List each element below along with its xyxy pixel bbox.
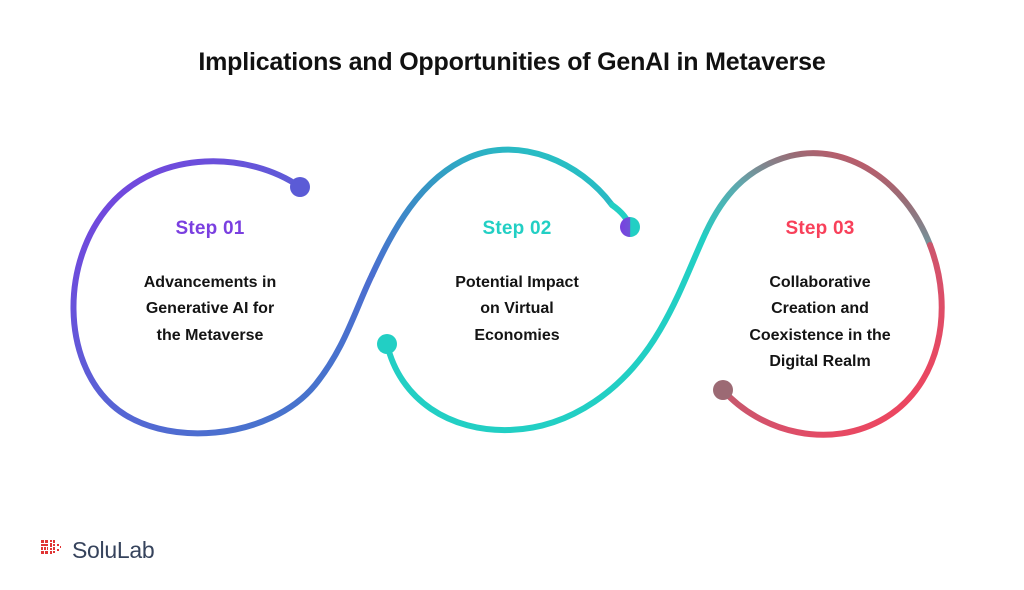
- step-description-03-line-3: Coexistence in the: [749, 326, 891, 344]
- connector-step-02-to-03: [703, 150, 933, 248]
- endpoint-step-03: [713, 380, 733, 400]
- step-description-01: Advancements in Generative AI for the Me…: [95, 270, 325, 349]
- loop-step-01: [70, 158, 375, 437]
- solulab-logo: SoluLab: [40, 536, 155, 563]
- step-block-03: Step 03 Collaborative Creation and Coexi…: [705, 218, 935, 376]
- step-label-02: Step 02: [482, 218, 552, 239]
- step-description-03-line-2: Creation and: [771, 300, 869, 318]
- step-description-01-line-1: Advancements in: [143, 274, 277, 291]
- step-block-01: Step 01 Advancements in Generative AI fo…: [95, 218, 325, 349]
- loop-step-03: [720, 242, 945, 438]
- step-block-02: Step 02 Potential Impact on Virtual Econ…: [402, 218, 632, 349]
- solulab-logo-text: SoluLab: [72, 536, 155, 563]
- endpoint-step-02-tail: [377, 334, 397, 354]
- step-label-03: Step 03: [785, 218, 855, 239]
- loop-step-02: [384, 229, 709, 434]
- step-description-03-line-4: Digital Realm: [769, 353, 871, 371]
- step-description-02-line-2: on Virtual: [480, 300, 554, 318]
- step-description-03: Collaborative Creation and Coexistence i…: [705, 270, 935, 376]
- step-description-02-line-1: Potential Impact: [455, 274, 579, 291]
- endpoint-step-01: [290, 177, 310, 197]
- step-description-03-line-1: Collaborative: [769, 274, 871, 291]
- step-description-01-line-2: Generative AI for: [145, 300, 275, 318]
- endpoint-step-02: [620, 217, 640, 237]
- step-description-02: Potential Impact on Virtual Economies: [402, 270, 632, 349]
- solulab-logo-mark-icon: [41, 540, 61, 554]
- step-description-02-line-3: Economies: [474, 326, 560, 344]
- step-description-01-line-3: the Metaverse: [156, 326, 264, 344]
- step-label-01: Step 01: [175, 218, 245, 239]
- page-title: Implications and Opportunities of GenAI …: [198, 48, 826, 76]
- connector-step-01-to-02: [369, 146, 615, 278]
